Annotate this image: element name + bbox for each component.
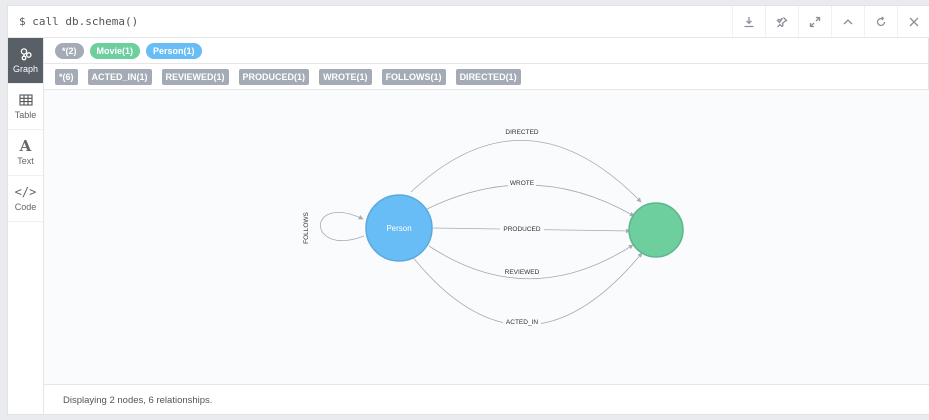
collapse-icon	[843, 18, 853, 24]
rerun-icon	[876, 16, 886, 26]
tab-text-label: Text	[17, 156, 34, 166]
rel-label-follows[interactable]: FOLLOWS	[303, 211, 310, 243]
rel-label-produced[interactable]: PRODUCED	[503, 226, 541, 233]
view-tabs: Graph Table A Text </> Code	[8, 38, 44, 414]
fullscreen-icon	[809, 16, 821, 27]
rel-label-bg-wrote	[508, 178, 536, 187]
node-movie[interactable]	[628, 202, 684, 258]
rel-label-bg-acted-in	[503, 317, 541, 326]
text-icon: A	[19, 137, 32, 155]
rerun-button[interactable]	[864, 6, 897, 37]
rel-tag-produced[interactable]: PRODUCED(1)	[238, 68, 310, 85]
schema-graph[interactable]: DIRECTED WROTE PRODUCED REVIEWED ACTED_I…	[44, 90, 929, 384]
tab-table[interactable]: Table	[8, 84, 43, 130]
rel-tag-all[interactable]: *(6)	[55, 68, 78, 85]
label-pill-all[interactable]: *(2)	[55, 42, 84, 59]
tab-code-label: Code	[14, 202, 37, 212]
tab-text[interactable]: A Text	[8, 130, 43, 176]
collapse-button[interactable]	[831, 6, 864, 37]
close-button[interactable]	[897, 6, 929, 37]
pin-button[interactable]	[765, 6, 798, 37]
relationship-types-legend: *(6) ACTED_IN(1) REVIEWED(1) PRODUCED(1)…	[44, 64, 929, 90]
rel-tag-follows[interactable]: FOLLOWS(1)	[381, 68, 446, 85]
rel-line-wrote[interactable]	[424, 184, 635, 217]
status-text: Displaying 2 nodes, 6 relationships.	[63, 395, 213, 406]
rel-line-follows[interactable]	[319, 212, 365, 241]
label-pill-movie[interactable]: Movie(1)	[89, 42, 141, 59]
rel-label-bg-directed	[504, 127, 540, 136]
tab-graph[interactable]: Graph	[8, 38, 43, 84]
rel-tag-directed[interactable]: DIRECTED(1)	[455, 68, 521, 85]
rel-tag-wrote[interactable]: WROTE(1)	[319, 68, 372, 85]
rel-tag-acted-in[interactable]: ACTED_IN(1)	[87, 68, 152, 85]
fullscreen-button[interactable]	[798, 6, 831, 37]
rel-label-reviewed[interactable]: REVIEWED	[505, 269, 540, 276]
graph-canvas[interactable]: DIRECTED WROTE PRODUCED REVIEWED ACTED_I…	[44, 90, 929, 384]
rel-line-reviewed[interactable]	[428, 244, 634, 280]
download-icon	[744, 16, 754, 27]
command-text[interactable]: $ call db.schema()	[19, 15, 139, 28]
frame-toolbar	[732, 6, 929, 38]
rel-label-bg-reviewed	[501, 267, 543, 276]
rel-label-directed[interactable]: DIRECTED	[505, 129, 539, 136]
pin-icon	[776, 16, 788, 27]
label-pill-person[interactable]: Person(1)	[146, 42, 202, 59]
tab-table-label: Table	[14, 110, 37, 120]
rel-tag-reviewed[interactable]: REVIEWED(1)	[161, 68, 229, 85]
rel-line-acted-in[interactable]	[410, 252, 643, 326]
rel-label-bg-produced	[500, 224, 544, 233]
rel-label-acted-in[interactable]: ACTED_IN	[506, 319, 538, 326]
node-person[interactable]	[365, 194, 433, 262]
tab-code[interactable]: </> Code	[8, 176, 43, 222]
code-icon: </>	[14, 185, 37, 199]
download-button[interactable]	[732, 6, 765, 37]
node-person-caption: Person	[386, 224, 411, 233]
close-icon	[909, 17, 919, 26]
rel-label-wrote[interactable]: WROTE	[510, 180, 535, 187]
command-bar: $ call db.schema()	[8, 6, 929, 38]
tab-graph-label: Graph	[12, 64, 38, 74]
result-frame: $ call db.schema()	[7, 5, 929, 415]
node-labels-legend: *(2) Movie(1) Person(1)	[44, 38, 929, 64]
rel-line-directed[interactable]	[410, 140, 642, 203]
graph-icon	[20, 48, 32, 61]
status-bar: Displaying 2 nodes, 6 relationships.	[44, 384, 929, 414]
table-icon	[18, 94, 33, 106]
